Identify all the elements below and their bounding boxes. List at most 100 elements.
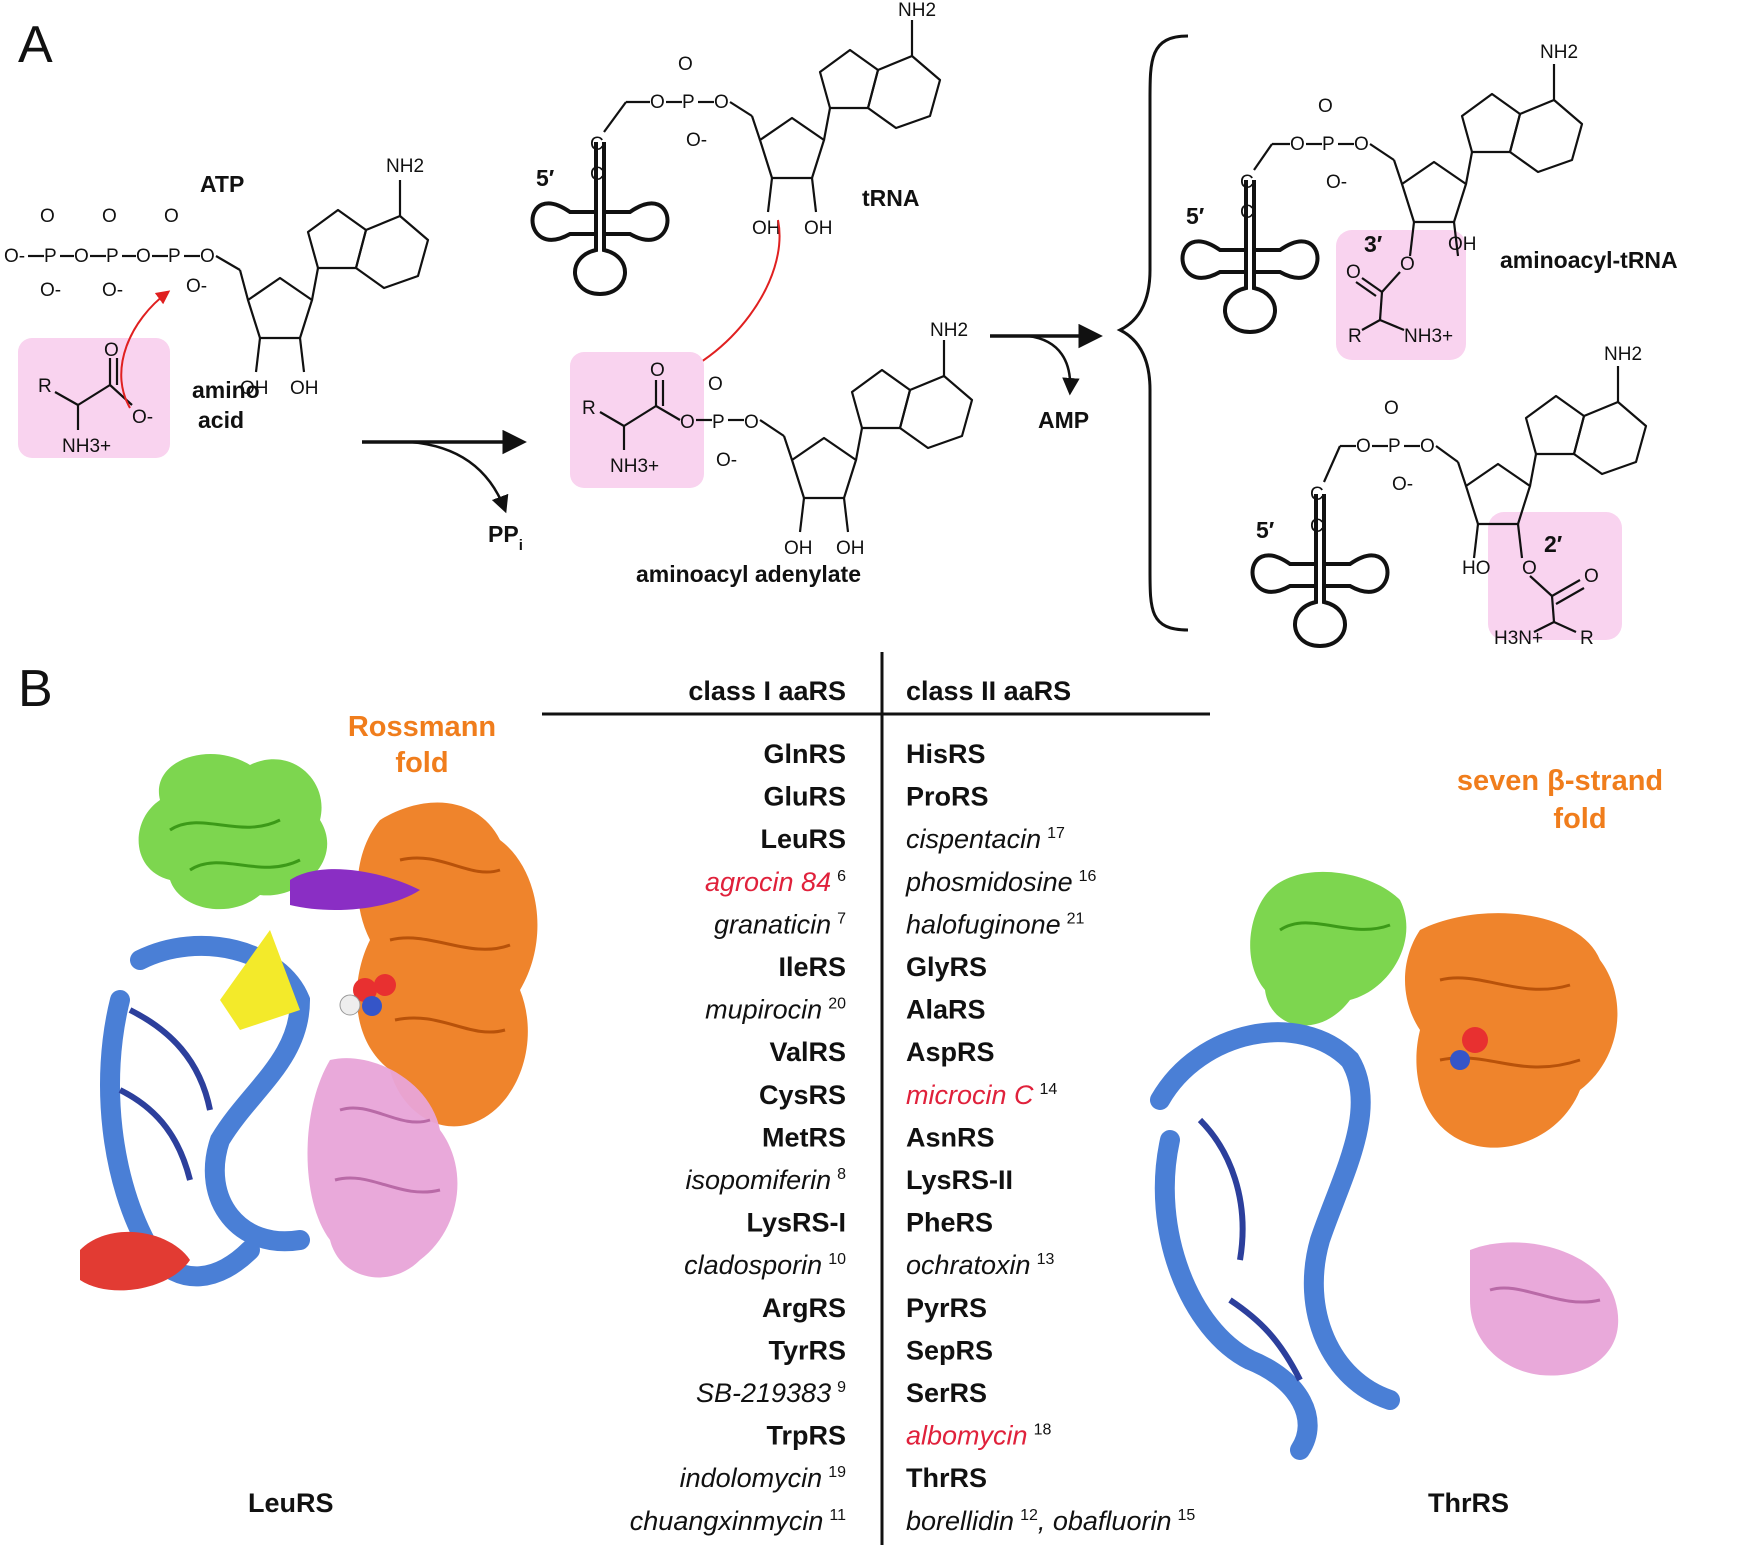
amino-acid-highlight — [18, 338, 170, 458]
table-row: PheRS — [906, 1208, 993, 1238]
svg-text:O: O — [1420, 436, 1435, 457]
aminoacyl-trna-label: aminoacyl-tRNA — [1500, 247, 1678, 273]
table-row: GluRS — [763, 782, 846, 812]
svg-text:R: R — [582, 398, 596, 419]
svg-text:O: O — [200, 246, 215, 267]
svg-text:NH2: NH2 — [930, 320, 968, 341]
table-row: IleRS — [778, 952, 846, 982]
svg-text:O-: O- — [102, 280, 123, 301]
svg-text:5′: 5′ — [536, 165, 555, 191]
svg-text:O-: O- — [4, 246, 25, 267]
svg-text:NH2: NH2 — [1540, 42, 1578, 63]
table-row: SerRS — [906, 1378, 987, 1408]
table-row: ValRS — [769, 1037, 846, 1067]
svg-text:P: P — [44, 246, 57, 267]
svg-text:P: P — [1322, 134, 1335, 155]
table-row: ThrRS — [906, 1463, 987, 1493]
table-row: SepRS — [906, 1335, 993, 1365]
amp-label: AMP — [1038, 407, 1089, 433]
svg-text:OH: OH — [240, 378, 269, 399]
table-row: AsnRS — [906, 1122, 995, 1152]
svg-text:HO: HO — [1462, 558, 1491, 579]
svg-text:O-: O- — [1392, 474, 1413, 495]
svg-text:O-: O- — [1326, 172, 1347, 193]
svg-text:O: O — [1384, 398, 1399, 419]
svg-text:P: P — [106, 246, 119, 267]
svg-text:O-: O- — [186, 276, 207, 297]
svg-text:P: P — [1388, 436, 1401, 457]
svg-text:OH: OH — [836, 538, 865, 559]
svg-text:O-: O- — [132, 407, 153, 428]
svg-text:NH3+: NH3+ — [1404, 326, 1453, 347]
product-brace — [1116, 34, 1189, 632]
svg-text:O: O — [1290, 134, 1305, 155]
aminoacyl-adenylate-label: aminoacyl adenylate — [636, 561, 861, 587]
svg-text:O: O — [650, 360, 665, 381]
svg-text:P: P — [712, 412, 725, 433]
svg-text:O-: O- — [40, 280, 61, 301]
svg-text:O: O — [74, 246, 89, 267]
svg-text:OH: OH — [804, 218, 833, 239]
trna-label: tRNA — [862, 185, 920, 211]
panel-label-b: B — [18, 660, 53, 718]
table-row: HisRS — [906, 739, 986, 769]
seven-strand-fold-label-2: fold — [1553, 803, 1606, 835]
table-row: LeuRS — [760, 824, 846, 854]
leurs-structure-illustration — [80, 753, 538, 1291]
atp-label: ATP — [200, 171, 244, 197]
aminoacyl-adenylate-structure: R O O NH3+ P O O- O OH OH NH2 — [582, 320, 974, 559]
table-row: PyrRS — [906, 1293, 987, 1323]
svg-text:O-: O- — [686, 130, 707, 151]
ppi-label: PPi — [488, 521, 523, 554]
svg-text:O: O — [650, 92, 665, 113]
table-row: LysRS-II — [906, 1165, 1013, 1195]
svg-text:NH2: NH2 — [386, 156, 424, 177]
svg-text:NH2: NH2 — [1604, 344, 1642, 365]
svg-text:O: O — [744, 412, 759, 433]
svg-text:O: O — [40, 206, 55, 227]
amino-acid-structure: R O O- NH3+ — [38, 340, 153, 457]
svg-text:O: O — [104, 340, 119, 361]
svg-text:C: C — [590, 164, 604, 185]
svg-text:NH3+: NH3+ — [62, 436, 111, 457]
svg-text:O: O — [164, 206, 179, 227]
seven-strand-fold-label-1: seven β-strand — [1457, 765, 1663, 797]
table-row: GlyRS — [906, 952, 987, 982]
svg-text:C: C — [1240, 172, 1254, 193]
table-row: CysRS — [759, 1080, 846, 1110]
svg-text:OH: OH — [1448, 234, 1477, 255]
aminoacyl-trna-2prime: C C 5′ O P O O- O HO O NH2 O H3N+ R — [1250, 344, 1648, 649]
table-row: GlnRS — [763, 739, 846, 769]
svg-text:O: O — [714, 92, 729, 113]
svg-text:O: O — [678, 54, 693, 75]
svg-text:NH3+: NH3+ — [610, 456, 659, 477]
thrrs-structure-illustration — [1150, 871, 1619, 1460]
aminoacyl-trna-3prime: C C 5′ O P O O- O O OH NH2 O R NH3+ — [1180, 42, 1584, 347]
svg-text:OH: OH — [752, 218, 781, 239]
table-row: ArgRS — [762, 1293, 846, 1323]
svg-text:C: C — [1310, 484, 1324, 505]
header-class-2: class II aaRS — [906, 676, 1071, 706]
table-row: AspRS — [906, 1037, 995, 1067]
svg-text:O: O — [680, 412, 695, 433]
leurs-label: LeuRS — [248, 1488, 334, 1518]
svg-text:R: R — [1348, 326, 1362, 347]
svg-text:O: O — [1400, 254, 1415, 275]
rossmann-fold-label-1: Rossmann — [348, 711, 496, 743]
svg-text:NH2: NH2 — [898, 0, 936, 21]
svg-text:C: C — [1310, 516, 1324, 537]
rossmann-fold-label-2: fold — [395, 747, 448, 779]
